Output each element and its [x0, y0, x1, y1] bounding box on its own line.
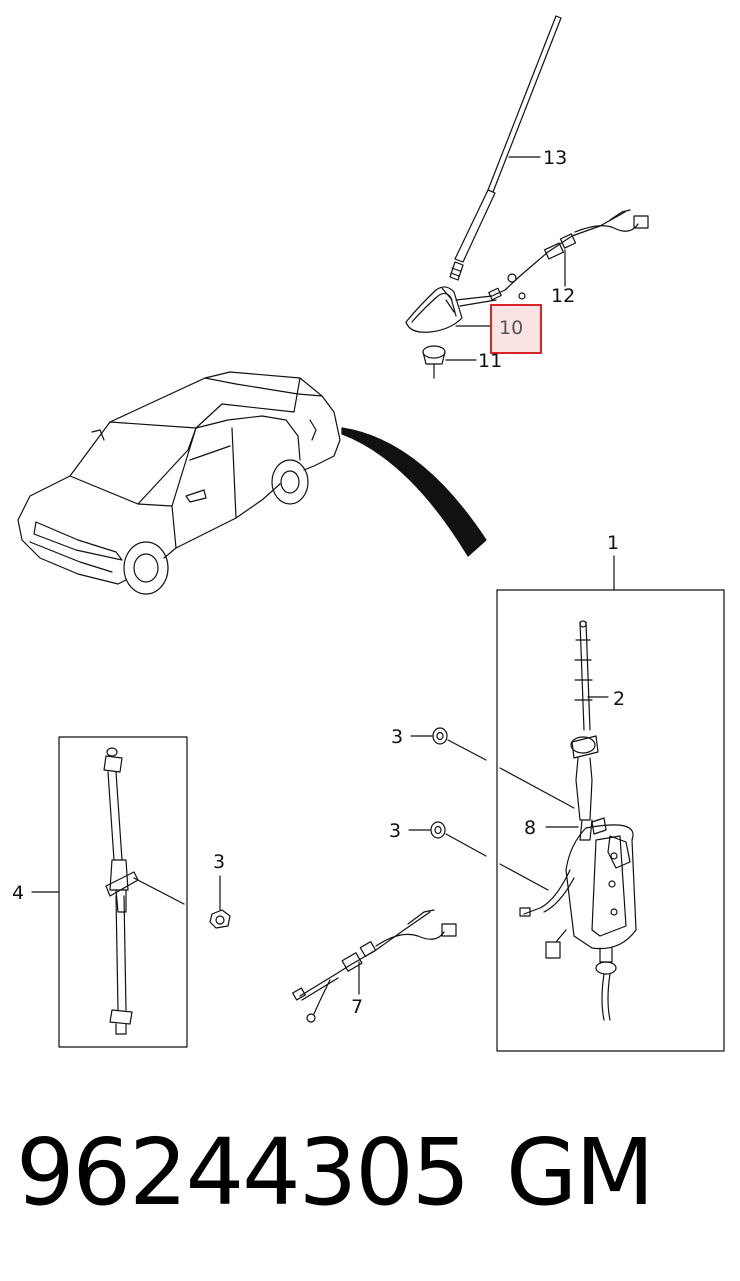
- callout-7: 7: [351, 996, 363, 1018]
- callout-10: 10: [499, 317, 523, 339]
- callout-3c: 3: [213, 851, 225, 873]
- car-illustration: [17, 371, 341, 595]
- power-antenna-motor: [519, 735, 637, 1021]
- antenna-cable-12: [455, 209, 649, 307]
- leader-3b-inner: [499, 863, 549, 891]
- nut-3b: [430, 821, 446, 839]
- callout-4: 4: [12, 882, 24, 904]
- callout-1: 1: [607, 532, 619, 554]
- part-number: 96244305: [16, 1119, 470, 1226]
- highlight-box-10: [490, 304, 542, 354]
- brand-name: GM: [506, 1119, 655, 1226]
- roof-antenna-mast: [449, 15, 562, 281]
- callout-8: 8: [524, 817, 536, 839]
- nut-3c: [209, 909, 231, 929]
- callout-13: 13: [543, 147, 567, 169]
- callout-2: 2: [613, 688, 625, 710]
- nut-3a: [432, 727, 448, 745]
- detail-pointer: [341, 427, 487, 557]
- footer: 96244305 GM: [0, 1118, 740, 1228]
- callout-3b: 3: [389, 820, 401, 842]
- callout-11: 11: [478, 350, 502, 372]
- antenna-rod-4: [103, 747, 139, 1035]
- antenna-base-10: [405, 286, 463, 333]
- callout-12: 12: [551, 285, 575, 307]
- callout-3a: 3: [391, 726, 403, 748]
- assembly-1-frame: [496, 589, 725, 1052]
- leader-3a-inner: [499, 767, 575, 809]
- leader-3a-ext: [447, 739, 487, 761]
- antenna-cable-7: [292, 909, 457, 1023]
- power-antenna-mast-2: [574, 620, 593, 731]
- assembly-4-frame: [58, 736, 188, 1048]
- leader-4-nut: [133, 877, 185, 905]
- base-nut-11: [422, 345, 446, 379]
- leader-3b-ext: [445, 833, 487, 857]
